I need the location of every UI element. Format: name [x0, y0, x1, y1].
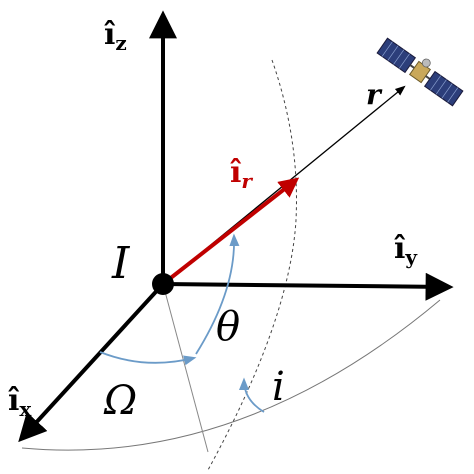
satellite-icon: [376, 37, 464, 107]
omega-arc: [99, 351, 197, 366]
radial-unit-vector: [161, 177, 300, 286]
label-ir: îr: [230, 155, 253, 193]
label-omega: Ω: [103, 378, 137, 424]
label-origin: I: [111, 238, 131, 289]
inclination-arc: [238, 377, 265, 413]
node-line: [162, 283, 209, 453]
label-iy: îy: [394, 231, 418, 269]
y-axis: [162, 272, 454, 301]
label-iz: îz: [104, 17, 127, 55]
origin-point: [152, 273, 174, 295]
label-ix: îx: [8, 383, 32, 421]
equatorial-plane-edge: [21, 299, 441, 451]
label-inclination: i: [272, 364, 285, 410]
label-r: r: [366, 78, 383, 111]
theta-arc: [195, 233, 240, 355]
orbit-path: [207, 59, 297, 471]
x-axis: [18, 282, 165, 443]
label-theta: θ: [216, 304, 240, 350]
